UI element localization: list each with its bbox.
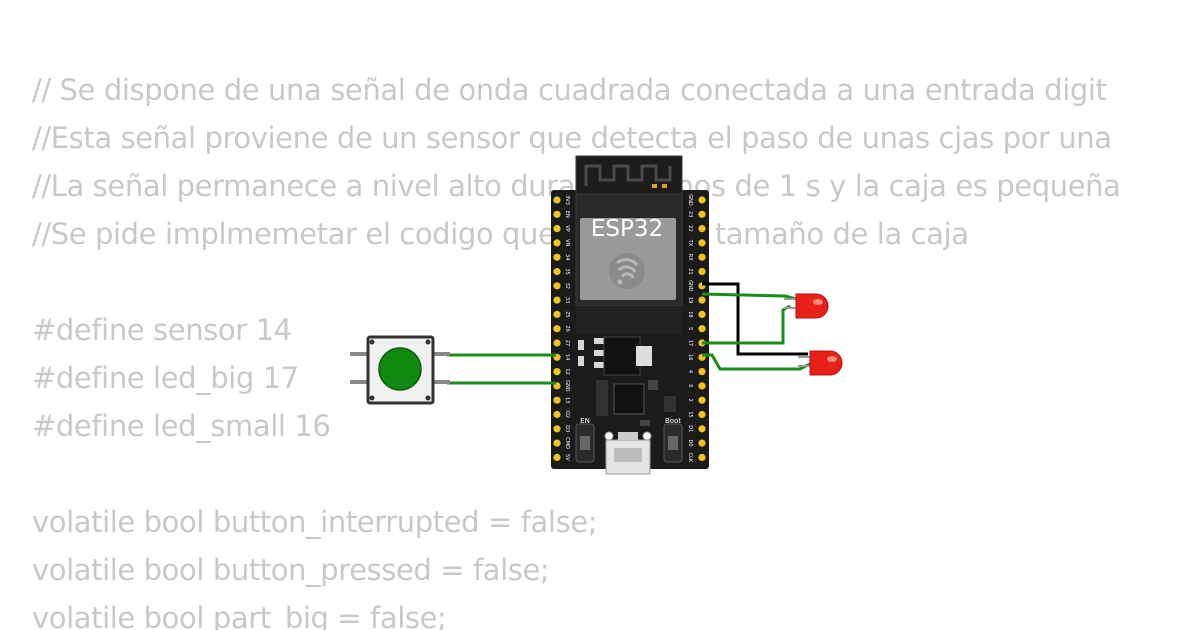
pin-en[interactable] — [553, 210, 561, 218]
pin-34[interactable] — [553, 253, 561, 261]
pin-label: 26 — [564, 326, 570, 332]
pin-label: 3V3 — [564, 195, 570, 205]
code-line: volatile bool button_pressed = false; — [32, 553, 550, 587]
pin-vp[interactable] — [553, 225, 561, 233]
led-small[interactable] — [798, 350, 843, 376]
pin-33[interactable] — [553, 296, 561, 304]
pin-22[interactable] — [698, 225, 706, 233]
pin-15[interactable] — [698, 410, 706, 419]
led-big[interactable] — [784, 293, 829, 319]
code-line: #define sensor 14 — [32, 313, 292, 347]
pin-18[interactable] — [698, 310, 706, 318]
button-cap[interactable] — [378, 347, 422, 391]
espressif-logo-icon — [609, 253, 645, 289]
code-line: volatile bool button_interrupted = false… — [32, 505, 598, 539]
pin-label: 34 — [564, 254, 570, 260]
pin-label: VP — [564, 225, 570, 231]
pin-2[interactable] — [698, 396, 706, 404]
pin-5[interactable] — [698, 325, 706, 333]
pin-label: 23 — [687, 211, 693, 217]
pin-label: CLK — [687, 453, 693, 463]
pin-label: RX — [687, 254, 693, 261]
pin-5v[interactable] — [553, 453, 561, 461]
chip-label: ESP32 — [591, 216, 663, 242]
pin-32[interactable] — [553, 282, 561, 290]
pin-d1[interactable] — [698, 425, 706, 433]
pin-label: GND — [687, 280, 693, 292]
boot-label: Boot — [665, 417, 681, 425]
pin-label: D0 — [687, 440, 693, 447]
pin-label: 27 — [564, 340, 570, 346]
pin-12[interactable] — [553, 368, 561, 376]
pin-cmd[interactable] — [553, 439, 561, 447]
pin-0[interactable] — [698, 382, 706, 390]
pin-label: 4 — [687, 370, 693, 373]
pin-d2[interactable] — [553, 410, 561, 419]
pin-tx[interactable] — [698, 239, 706, 247]
pin-23[interactable] — [698, 210, 706, 218]
pin-label: 17 — [687, 340, 693, 346]
pin-label: 12 — [564, 368, 570, 374]
pin-label: TX — [687, 239, 693, 247]
pin-gnd[interactable] — [698, 196, 706, 204]
pin-label: 32 — [564, 283, 570, 289]
pin-label: D3 — [564, 425, 570, 432]
pin-26[interactable] — [553, 325, 561, 333]
pin-label: GND — [564, 380, 570, 392]
pin-label: 33 — [564, 297, 570, 303]
pin-label: 0 — [687, 384, 693, 387]
pin-rx[interactable] — [698, 253, 706, 261]
pin-25[interactable] — [553, 310, 561, 318]
pin-label: 14 — [564, 354, 570, 360]
pin-label: 35 — [564, 268, 570, 274]
pin-label: GND — [687, 194, 693, 206]
pin-label: 19 — [687, 297, 693, 303]
code-line: //Esta señal proviene de un sensor que d… — [32, 121, 1112, 155]
pin-4[interactable] — [698, 368, 706, 376]
pin-label: VN — [564, 239, 570, 246]
push-button[interactable] — [350, 335, 450, 405]
pin-label: 22 — [687, 225, 693, 231]
code-line: #define led_big 17 — [32, 361, 299, 395]
pin-label: 21 — [687, 268, 693, 274]
pin-27[interactable] — [553, 339, 561, 347]
pin-35[interactable] — [553, 267, 561, 276]
en-label: EN — [580, 417, 590, 425]
code-line: #define led_small 16 — [32, 409, 331, 443]
pin-d3[interactable] — [553, 425, 561, 433]
pin-label: EN — [564, 211, 570, 218]
pin-label: 5V — [564, 454, 570, 461]
pin-vn[interactable] — [553, 239, 561, 247]
pin-13[interactable] — [553, 396, 561, 404]
pin-21[interactable] — [698, 267, 706, 276]
code-line: // Se dispone de una señal de onda cuadr… — [32, 73, 1107, 107]
pin-label: 15 — [687, 411, 693, 417]
pin-clk[interactable] — [698, 453, 706, 461]
pin-3v3[interactable] — [553, 196, 561, 204]
pin-label: 18 — [687, 311, 693, 317]
pin-label: 13 — [564, 397, 570, 403]
pin-label: 16 — [687, 354, 693, 360]
pin-label: D1 — [687, 425, 693, 432]
code-line: volatile bool part_big = false; — [32, 601, 447, 630]
pin-19[interactable] — [698, 296, 706, 304]
pin-label: 2 — [687, 399, 693, 402]
code-editor: // Se dispone de una señal de onda cuadr… — [32, 66, 1168, 630]
pin-d0[interactable] — [698, 439, 706, 447]
pin-label: 25 — [564, 311, 570, 317]
pin-label: 5 — [687, 327, 693, 330]
pin-label: CMD — [564, 437, 570, 449]
pin-label: D2 — [564, 411, 570, 418]
